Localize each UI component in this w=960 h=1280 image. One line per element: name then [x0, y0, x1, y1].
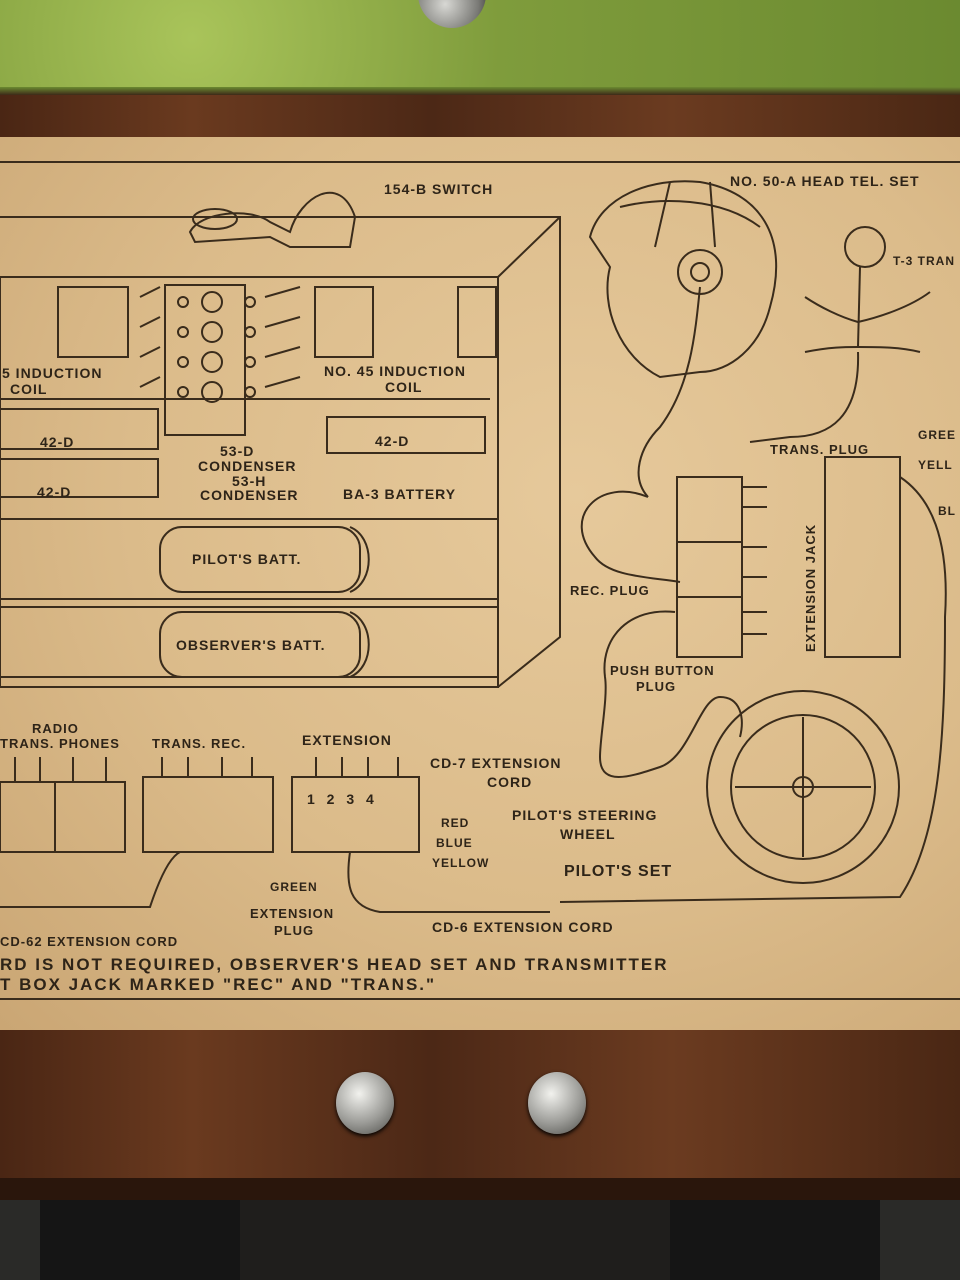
label-cd6: CD-6 EXTENSION CORD: [432, 919, 614, 935]
label-red: RED: [441, 816, 470, 830]
note-line-2: T BOX JACK MARKED "REC" AND "TRANS.": [0, 975, 437, 994]
label-53h-condenser: CONDENSER: [200, 487, 299, 503]
label-trans-rec: TRANS. REC.: [152, 736, 247, 751]
label-cd62: CD-62 EXTENSION CORD: [0, 934, 179, 949]
wiring-diagram-label: 154-B SWITCH NO. 50-A HEAD TEL. SET T-3 …: [0, 137, 960, 1030]
label-blue-right: BL: [938, 504, 956, 518]
label-induction-right: NO. 45 INDUCTION: [324, 363, 467, 379]
label-yellow-right: YELL: [918, 458, 953, 472]
label-cap-42d-c: 42-D: [375, 433, 410, 449]
label-steering-wheel: WHEEL: [560, 826, 616, 842]
label-green-right: GREE: [918, 428, 957, 442]
base-latch-plate: [240, 1200, 670, 1280]
label-push-button: PUSH BUTTON: [610, 663, 715, 678]
label-t3: T-3 TRAN: [893, 254, 955, 268]
label-cap-42d-a: 42-D: [40, 434, 75, 450]
label-extension-plug: EXTENSION: [250, 906, 335, 921]
black-base-panel: [0, 1200, 960, 1280]
label-extension-jack: EXTENSION JACK: [803, 523, 818, 652]
label-53d: 53-D: [220, 443, 255, 459]
label-induction-right-coil: COIL: [385, 379, 423, 395]
label-induction-left: 5 INDUCTION: [2, 365, 103, 381]
label-rec-plug: REC. PLUG: [570, 583, 650, 598]
label-steering: PILOT'S STEERING: [512, 807, 658, 823]
wood-frame-top: [0, 95, 960, 137]
rivet-left: [336, 1072, 394, 1134]
label-53h: 53-H: [232, 473, 267, 489]
label-blue: BLUE: [436, 836, 473, 850]
note-line-1: RD IS NOT REQUIRED, OBSERVER'S HEAD SET …: [0, 955, 669, 974]
label-battery: BA-3 BATTERY: [343, 486, 457, 502]
label-cap-42d-b: 42-D: [37, 484, 72, 500]
label-trans-phones: TRANS. PHONES: [0, 736, 120, 751]
label-cd7-cord: CORD: [487, 774, 533, 790]
label-pilot-batt: PILOT'S BATT.: [192, 551, 302, 567]
label-radio: RADIO: [32, 721, 79, 736]
label-switch: 154-B SWITCH: [384, 181, 494, 197]
wood-frame-bottom: [0, 1030, 960, 1200]
label-observer-batt: OBSERVER'S BATT.: [176, 637, 326, 653]
base-hinge-right: [880, 1200, 960, 1280]
label-pins: 1 2 3 4: [307, 791, 375, 807]
green-felt-lining: [0, 0, 960, 95]
label-yellow: YELLOW: [432, 856, 490, 870]
label-pilots-set: PILOT'S SET: [564, 863, 673, 880]
label-induction-left-coil: COIL: [10, 381, 48, 397]
label-cd7: CD-7 EXTENSION: [430, 755, 562, 771]
label-extension-plug-2: PLUG: [274, 923, 315, 938]
label-trans-plug: TRANS. PLUG: [770, 442, 870, 457]
label-extension: EXTENSION: [302, 732, 392, 748]
base-hinge-left: [0, 1200, 40, 1280]
diagram-linework: [0, 161, 960, 1000]
label-head-tel: NO. 50-A HEAD TEL. SET: [730, 173, 920, 189]
label-push-button-plug: PLUG: [636, 679, 677, 694]
label-green: GREEN: [270, 880, 318, 894]
label-53d-condenser: CONDENSER: [198, 458, 297, 474]
rivet-right: [528, 1072, 586, 1134]
